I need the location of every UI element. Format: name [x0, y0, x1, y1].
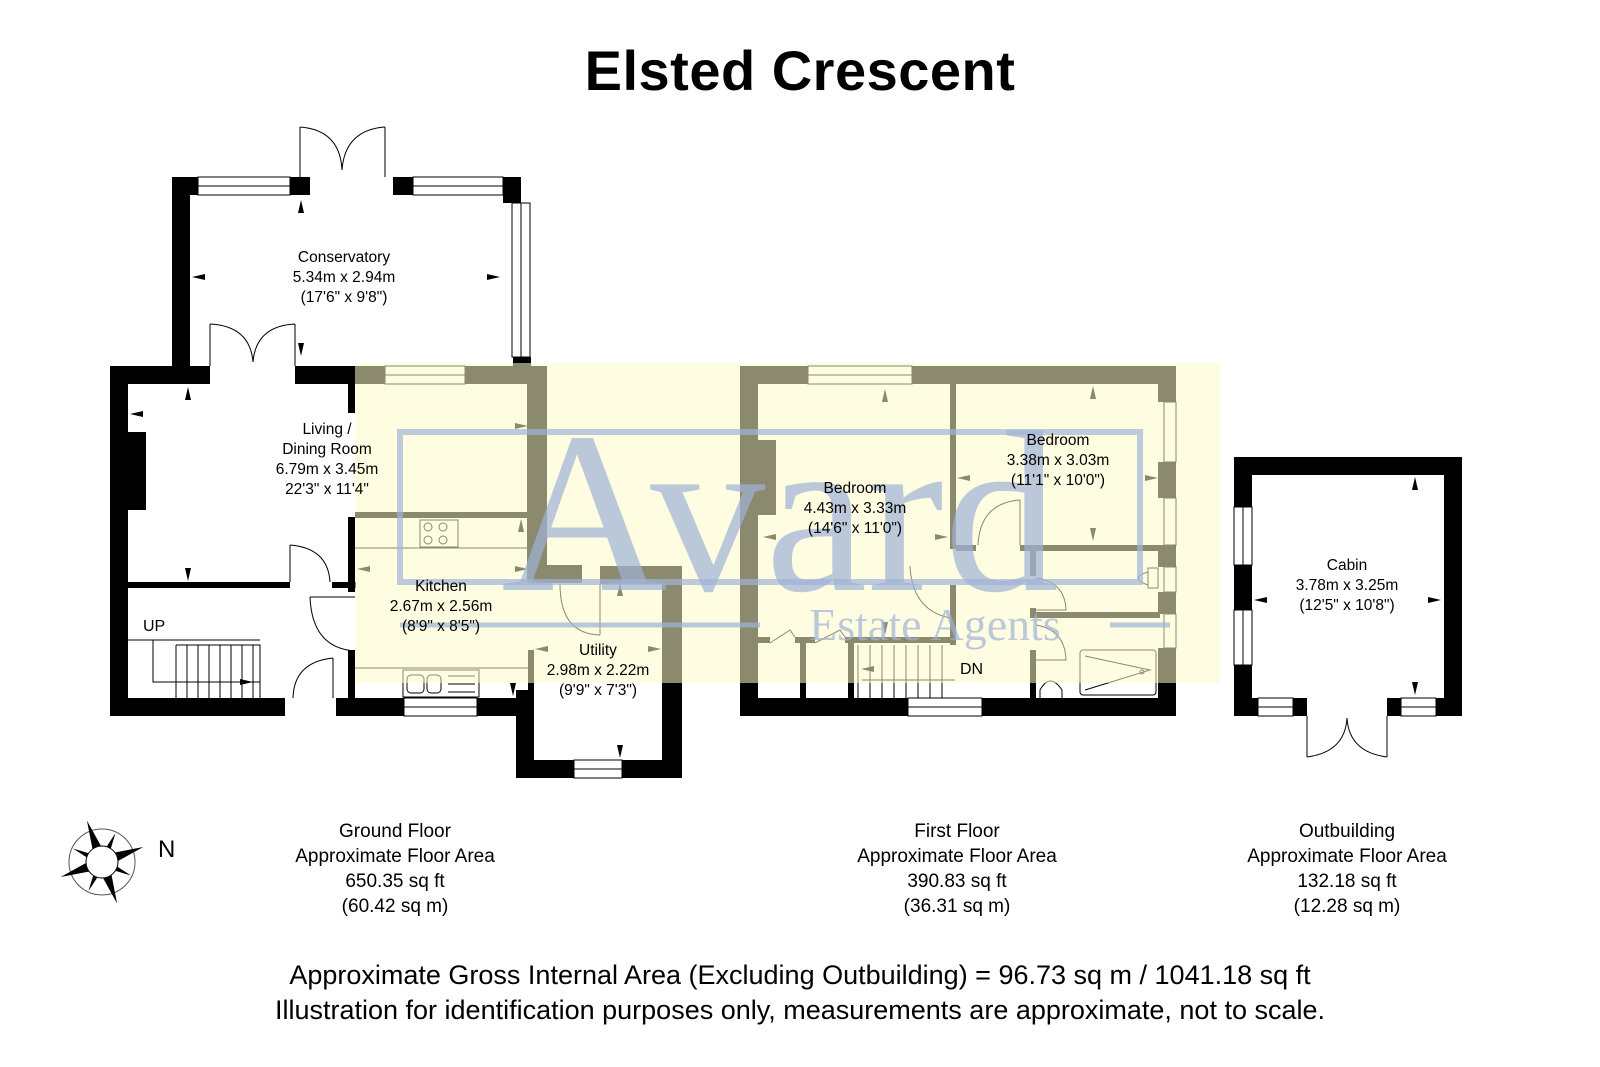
outbuilding-plan [1233, 457, 1462, 758]
first-floor-area: First Floor Approximate Floor Area 390.8… [857, 821, 1057, 917]
avard-watermark: Avard Estate Agents [355, 363, 1220, 683]
room-kitchen: Kitchen 2.67m x 2.56m (8'9" x 8'5") [389, 578, 493, 635]
room-utility: Utility 2.98m x 2.22m (9'9" x 7'3") [546, 642, 650, 699]
svg-text:Estate Agents: Estate Agents [809, 599, 1061, 650]
gross-area-text: Approximate Gross Internal Area (Excludi… [289, 960, 1311, 990]
outbuilding-area: Outbuilding Approximate Floor Area 132.1… [1247, 821, 1447, 917]
room-bedroom-1: Bedroom 4.43m x 3.33m (14'6" x 11'0") [803, 480, 907, 537]
footer: Approximate Gross Internal Area (Excludi… [0, 958, 1600, 1028]
page-title: Elsted Crescent [584, 39, 1016, 102]
compass-rose-icon [60, 820, 144, 904]
room-living-dining: Living / Dining Room 6.79m x 3.45m 22'3"… [275, 421, 379, 498]
disclaimer-text: Illustration for identification purposes… [274, 995, 1326, 1025]
room-conservatory: Conservatory 5.34m x 2.94m (17'6" x 9'8"… [292, 249, 396, 306]
room-bedroom-2: Bedroom 3.38m x 3.03m (11'1" x 10'0") [1006, 432, 1110, 489]
stairs-down-label: DN [960, 661, 984, 678]
svg-text:Avard: Avard [501, 385, 1059, 640]
room-cabin: Cabin 3.78m x 3.25m (12'5" x 10'8") [1295, 557, 1399, 614]
stairs-up-label: UP [143, 618, 166, 635]
compass-north-label: N [158, 836, 176, 863]
ground-floor-area: Ground Floor Approximate Floor Area 650.… [295, 821, 495, 917]
